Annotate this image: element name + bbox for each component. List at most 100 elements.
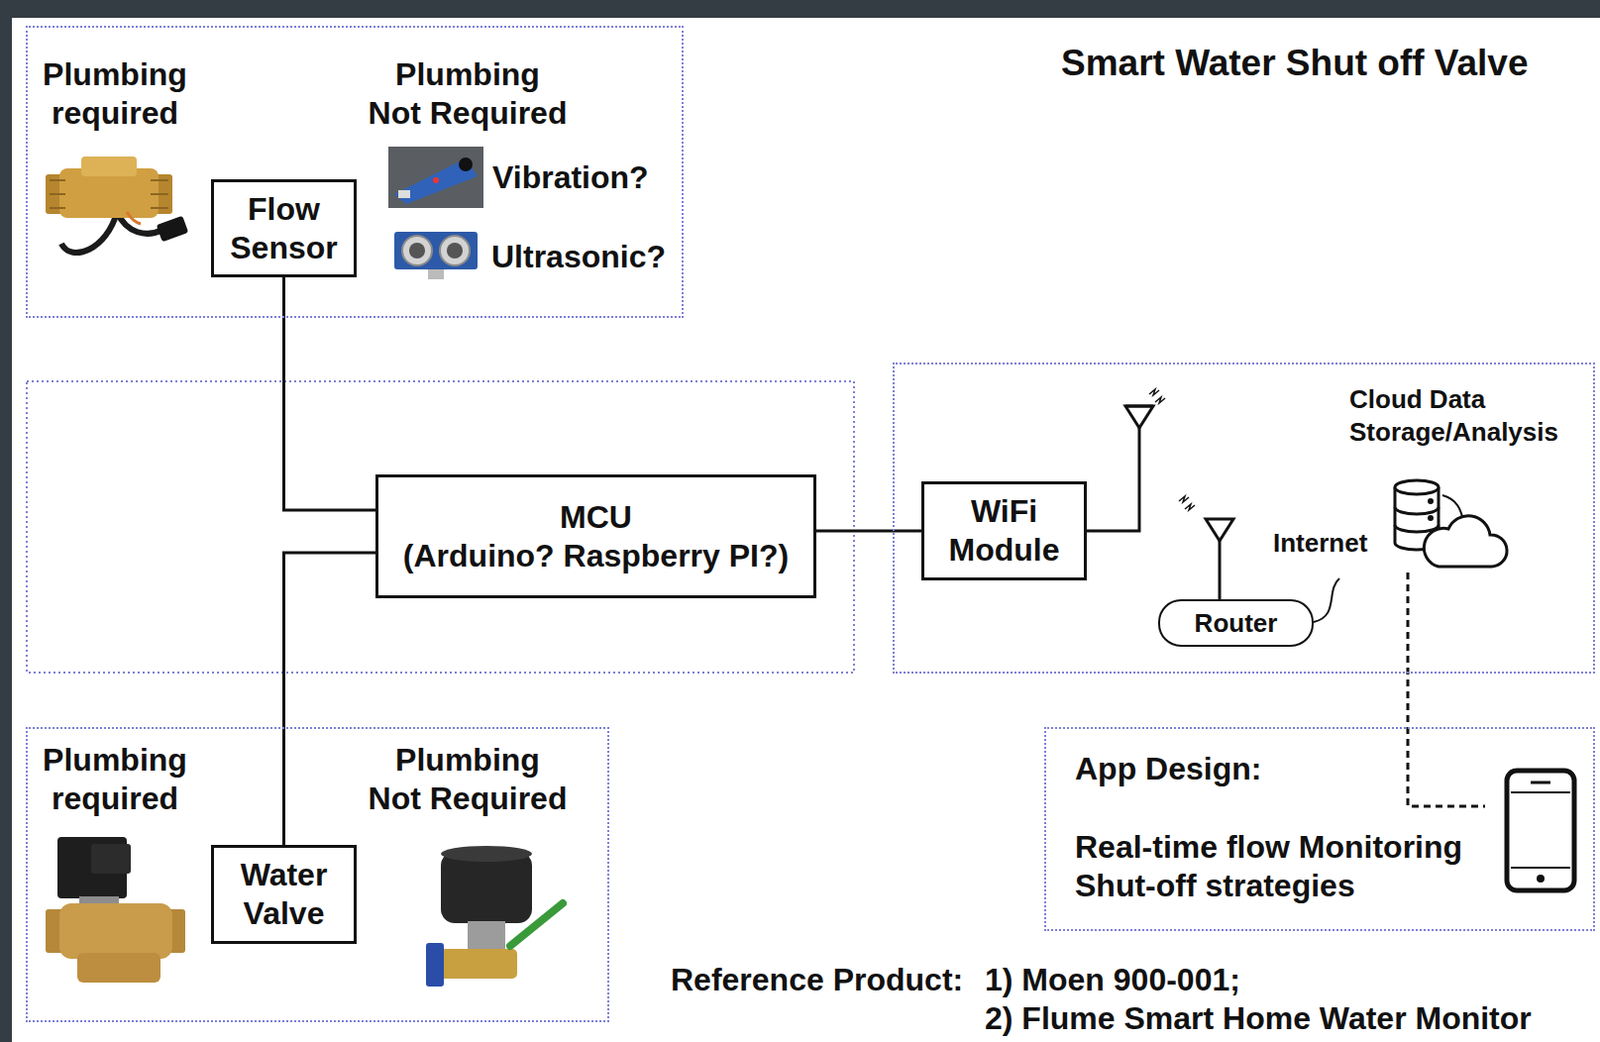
solenoid-valve-illustration bbox=[45, 837, 186, 983]
app-group: App Design: Real-time flow MonitoringShut… bbox=[1044, 727, 1596, 932]
box-label: WiFi Module bbox=[932, 492, 1076, 570]
reference-note: 2) Flume Smart Home Water Monitor bbox=[984, 1000, 1580, 1038]
diagram-title: Smart Water Shut off Valve bbox=[1061, 41, 1587, 86]
router-box: Router bbox=[1158, 599, 1314, 647]
flow-sensor-illustration bbox=[156, 215, 189, 242]
internet-wire bbox=[1313, 578, 1340, 623]
cloud-database-icon bbox=[1394, 480, 1507, 567]
flow-sensor-illustration bbox=[81, 156, 137, 177]
cloud-database-icon bbox=[1423, 516, 1507, 567]
phone-icon bbox=[1506, 770, 1575, 891]
cloud-database-icon bbox=[1442, 495, 1463, 518]
ultrasonic-sensor-illustration bbox=[394, 231, 478, 270]
flow-sensor-illustration bbox=[150, 179, 169, 182]
wifi-antenna bbox=[1083, 421, 1140, 532]
connector-line bbox=[816, 530, 922, 534]
group-label: Internet bbox=[1273, 528, 1383, 558]
vibration-sensor-illustration bbox=[458, 157, 473, 172]
router-antenna bbox=[1184, 504, 1195, 511]
flow-sensor-illustration bbox=[45, 156, 189, 253]
group-outline bbox=[26, 381, 854, 673]
solenoid-valve-illustration bbox=[77, 953, 161, 983]
process-box: Water Valve bbox=[211, 845, 357, 945]
reference-note: 1) Moen 900-001; bbox=[984, 961, 1302, 999]
vibration-sensor-illustration bbox=[388, 146, 484, 209]
box-label: MCU bbox=[559, 498, 633, 537]
wifi-antenna bbox=[1125, 405, 1154, 409]
cloud-database-icon bbox=[1394, 480, 1439, 495]
vibration-sensor-illustration bbox=[394, 158, 478, 205]
cloud-database-icon bbox=[1429, 517, 1433, 521]
group-label: App Design: bbox=[1074, 749, 1373, 789]
ultrasonic-sensor-illustration bbox=[409, 242, 426, 259]
connector-line bbox=[284, 552, 377, 846]
valve-group: Plumbing required Plumbing Not RequiredWa… bbox=[25, 727, 610, 1023]
motorized-valve-illustration bbox=[426, 943, 444, 987]
flow-sensor-illustration bbox=[150, 207, 169, 210]
group-label: Ultrasonic? bbox=[491, 237, 675, 277]
process-box: Flow Sensor bbox=[211, 179, 357, 278]
group-label: Plumbing required bbox=[35, 55, 195, 133]
phone-icon bbox=[1506, 770, 1575, 891]
vibration-sensor-illustration bbox=[398, 190, 411, 199]
motorized-valve-illustration bbox=[467, 921, 506, 952]
box-label: Flow Sensor bbox=[221, 190, 346, 268]
router-antenna bbox=[1218, 540, 1222, 601]
network-group: Cloud Data Storage/AnalysisInternet WiFi … bbox=[892, 362, 1596, 674]
connector-line bbox=[284, 277, 377, 511]
flow-sensor-illustration bbox=[49, 179, 66, 182]
ultrasonic-sensor-illustration bbox=[402, 235, 432, 266]
group-label: Vibration? bbox=[492, 158, 676, 198]
vibration-sensor-illustration bbox=[388, 146, 484, 209]
wifi-antenna bbox=[1083, 389, 1166, 532]
reference-note: Reference Product: bbox=[670, 961, 978, 999]
controller-box: MCU(Arduino? Raspberry PI?) bbox=[375, 474, 817, 599]
sensor-group: Plumbing required Plumbing Not RequiredVi… bbox=[25, 25, 684, 319]
router-antenna bbox=[1178, 496, 1234, 601]
group-label: Cloud Data Storage/Analysis bbox=[1349, 383, 1578, 449]
ultrasonic-sensor-illustration bbox=[394, 231, 478, 280]
cloud-database-icon bbox=[1394, 507, 1439, 515]
page-ground bbox=[11, 17, 1600, 1042]
wifi-antenna bbox=[1149, 389, 1160, 396]
phone-icon bbox=[1536, 874, 1545, 883]
flow-sensor-illustration bbox=[49, 193, 66, 196]
group-label: Shut-off strategies bbox=[1074, 866, 1487, 906]
solenoid-valve-illustration bbox=[59, 903, 173, 960]
flow-sensor-illustration bbox=[49, 207, 66, 210]
box-label: Water Valve bbox=[221, 855, 346, 934]
flow-sensor-illustration bbox=[61, 212, 117, 253]
phone-icon bbox=[1510, 791, 1571, 794]
motorized-valve-illustration bbox=[510, 903, 563, 947]
flow-sensor-illustration bbox=[150, 193, 169, 196]
box-label: Router bbox=[1194, 608, 1279, 639]
ultrasonic-sensor-illustration bbox=[439, 235, 470, 266]
router-antenna bbox=[1178, 496, 1189, 503]
group-label: Plumbing Not Required bbox=[366, 55, 569, 133]
phone-icon bbox=[1510, 866, 1571, 869]
cloud-to-app-link bbox=[1407, 572, 1486, 807]
ultrasonic-sensor-illustration bbox=[427, 269, 444, 280]
ultrasonic-sensor-illustration bbox=[446, 242, 463, 259]
cloud-database-icon bbox=[1429, 500, 1433, 504]
group-label: Real-time flow Monitoring bbox=[1074, 828, 1487, 867]
group-label: Plumbing required bbox=[35, 741, 195, 819]
motorized-valve-illustration bbox=[440, 846, 533, 862]
process-box: WiFi Module bbox=[921, 481, 1087, 581]
motorized-valve-illustration bbox=[440, 852, 533, 924]
motorized-valve-illustration bbox=[426, 846, 563, 987]
group-outline bbox=[26, 381, 854, 673]
motorized-valve-illustration bbox=[435, 949, 518, 979]
vibration-sensor-illustration bbox=[432, 177, 439, 184]
flow-sensor-illustration bbox=[126, 212, 141, 224]
solenoid-valve-illustration bbox=[91, 844, 131, 874]
wifi-antenna bbox=[1155, 397, 1166, 404]
phone-icon bbox=[1530, 781, 1551, 785]
box-sublabel: (Arduino? Raspberry PI?) bbox=[403, 536, 789, 576]
wifi-antenna bbox=[1125, 406, 1154, 428]
router-antenna bbox=[1205, 519, 1234, 541]
group-label: Plumbing Not Required bbox=[366, 741, 569, 819]
